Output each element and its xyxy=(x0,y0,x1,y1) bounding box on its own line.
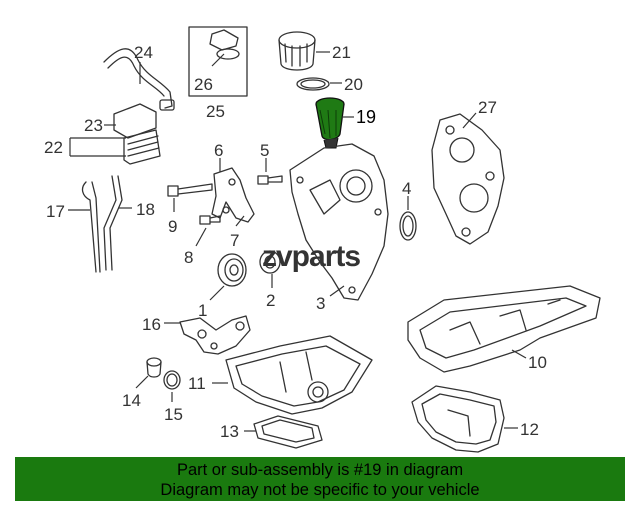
part-27-cover-plate[interactable] xyxy=(431,112,505,245)
callout-18[interactable]: 18 xyxy=(136,200,155,219)
callout-9[interactable]: 9 xyxy=(168,217,177,236)
part-9-long-bolt[interactable] xyxy=(167,183,213,212)
part-3-timing-cover[interactable] xyxy=(289,143,389,301)
callout-7[interactable]: 7 xyxy=(230,231,239,250)
part-1-pulley[interactable] xyxy=(209,253,247,301)
callout-8[interactable]: 8 xyxy=(184,248,193,267)
callout-24[interactable]: 24 xyxy=(134,43,153,62)
part-10-upper-oil-pan[interactable] xyxy=(407,285,601,373)
part-2-sprocket[interactable] xyxy=(259,250,281,288)
callout-4[interactable]: 4 xyxy=(402,179,411,198)
info-banner: Part or sub-assembly is #19 in diagram D… xyxy=(15,457,625,501)
part-6-7-bracket[interactable] xyxy=(211,158,255,227)
callout-26[interactable]: 26 xyxy=(194,75,213,94)
callout-14[interactable]: 14 xyxy=(122,391,141,410)
part-11-lower-oil-pan[interactable] xyxy=(212,335,373,415)
part-13-gasket[interactable] xyxy=(244,415,323,449)
part-16-mount-bracket[interactable] xyxy=(164,315,251,355)
part-17-18-dipstick[interactable] xyxy=(68,175,132,273)
part-5-bolt[interactable] xyxy=(257,158,283,185)
callout-16[interactable]: 16 xyxy=(142,315,161,334)
callout-21[interactable]: 21 xyxy=(332,43,351,62)
callout-23[interactable]: 23 xyxy=(84,116,103,135)
part-15-seal-washer[interactable] xyxy=(163,370,181,402)
callout-27[interactable]: 27 xyxy=(478,98,497,117)
part-21-filter-housing[interactable] xyxy=(278,31,330,71)
callout-17[interactable]: 17 xyxy=(46,202,65,221)
callout-13[interactable]: 13 xyxy=(220,422,239,441)
part-20-o-ring[interactable] xyxy=(296,77,342,91)
callout-19[interactable]: 19 xyxy=(356,107,376,127)
callout-12[interactable]: 12 xyxy=(520,420,539,439)
part-19-oil-filter-element[interactable] xyxy=(315,97,354,149)
part-14-drain-plug[interactable] xyxy=(135,357,162,389)
callout-3[interactable]: 3 xyxy=(316,294,325,313)
part-22-23-oil-cooler[interactable] xyxy=(69,103,161,165)
banner-line-2: Diagram may not be specific to your vehi… xyxy=(160,481,480,499)
callout-6[interactable]: 6 xyxy=(214,141,223,160)
part-12-oil-sump[interactable] xyxy=(411,385,518,453)
callout-1[interactable]: 1 xyxy=(198,301,207,320)
parts-diagram: zvparts 24 21 26 20 25 19 27 23 22 6 5 4… xyxy=(44,26,601,453)
callout-25[interactable]: 25 xyxy=(206,102,225,121)
callout-15[interactable]: 15 xyxy=(164,405,183,424)
banner-line-1: Part or sub-assembly is #19 in diagram xyxy=(176,461,464,479)
callout-5[interactable]: 5 xyxy=(260,141,269,160)
callout-11[interactable]: 11 xyxy=(188,374,206,393)
part-24-breather-hose[interactable] xyxy=(103,48,175,111)
callout-10[interactable]: 10 xyxy=(528,353,547,372)
callout-22[interactable]: 22 xyxy=(44,138,63,157)
part-4-seal-ring[interactable] xyxy=(399,196,417,241)
callout-2[interactable]: 2 xyxy=(266,291,275,310)
watermark-logo: zvparts xyxy=(262,240,360,273)
part-8-bolt[interactable] xyxy=(195,215,221,247)
part-25-filler-cap-kit[interactable] xyxy=(188,26,248,97)
callout-20[interactable]: 20 xyxy=(344,75,363,94)
